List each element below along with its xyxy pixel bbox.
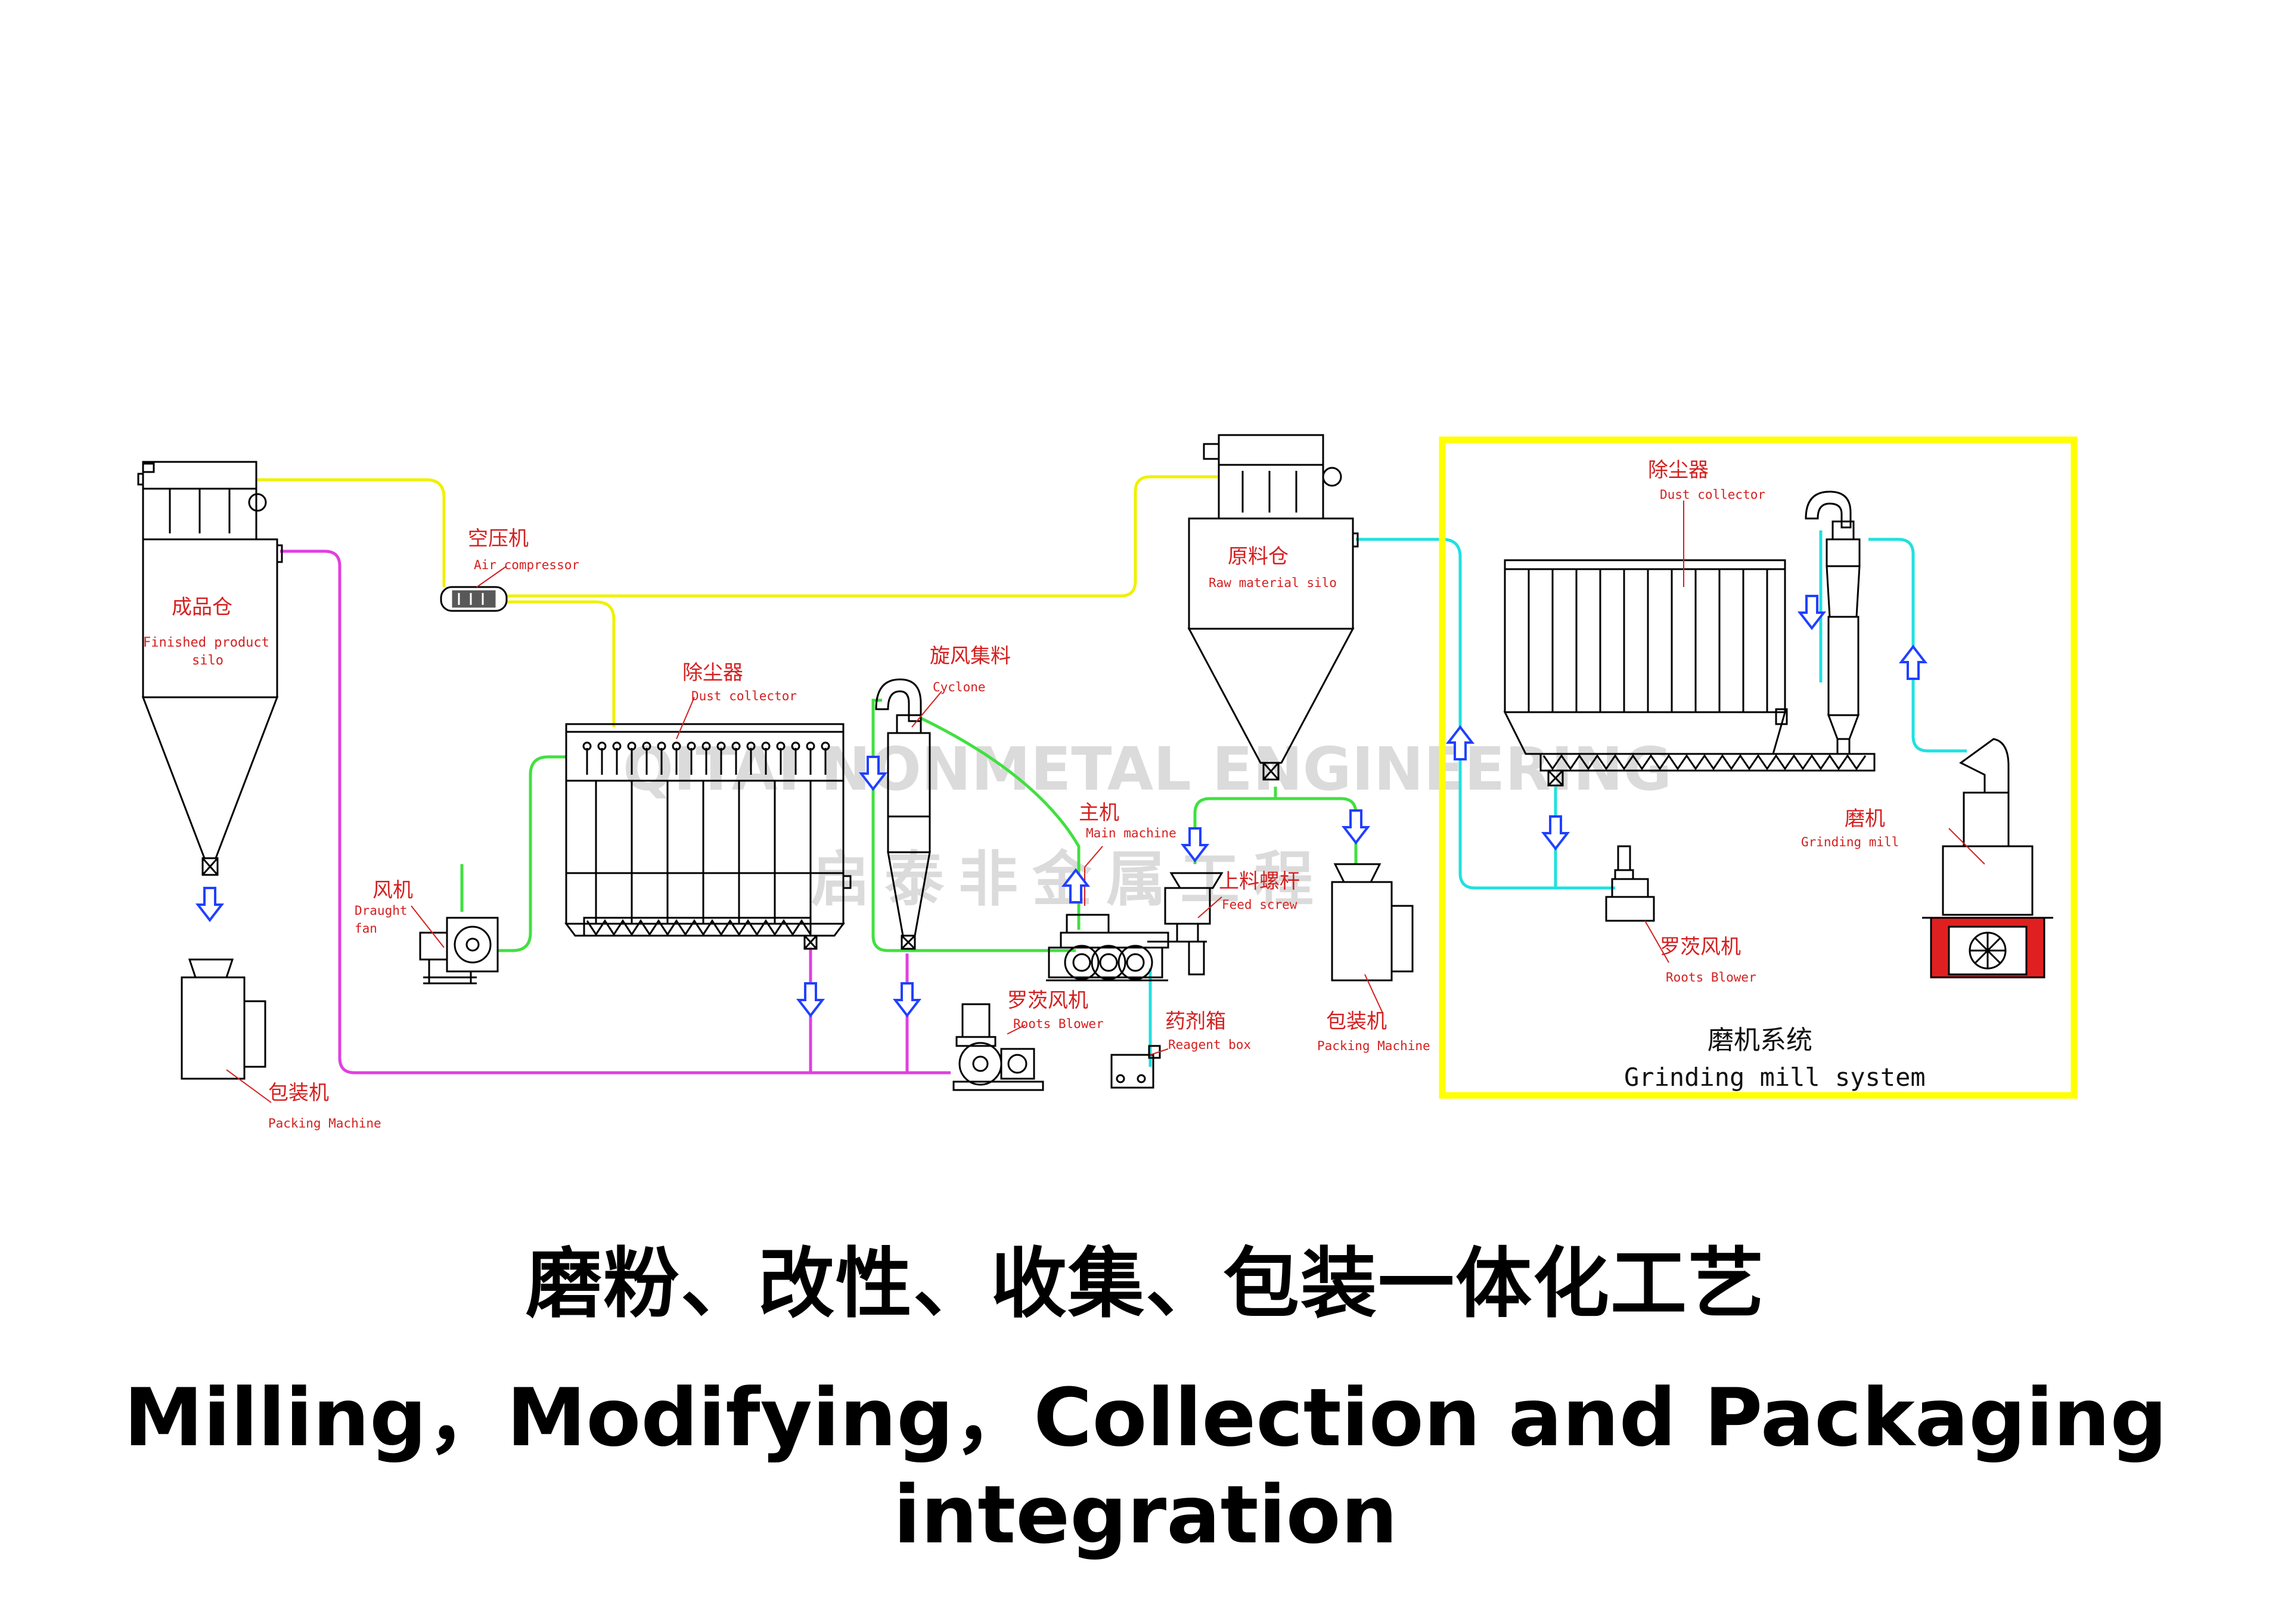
label-cyclone-cn: 旋风集料 <box>930 644 1011 668</box>
watermark-cn: 启泰非金属工程 <box>811 844 1328 914</box>
yellow-pipe-dust1 <box>507 600 616 727</box>
label-draught-fan-en-2: fan <box>355 921 377 936</box>
title-chinese: 磨粉、改性、收集、包装一体化工艺 <box>525 1240 1765 1328</box>
label-main-machine-cn: 主机 <box>1079 801 1119 825</box>
packing-machine-1 <box>181 958 266 1080</box>
watermark: QITAI NONMETAL ENGINEERING 启泰非金属工程 <box>623 734 1672 914</box>
green-pipe-fan-dust <box>498 755 566 952</box>
label-raw-silo-cn: 原料仓 <box>1228 545 1289 569</box>
label-packing1-cn: 包装机 <box>268 1081 329 1105</box>
label-finished-silo-en-2: silo <box>192 653 223 668</box>
cyclone <box>875 678 942 950</box>
label-feed-screw-cn: 上料螺杆 <box>1219 870 1300 893</box>
cyan-pipe-mill <box>1868 538 1967 753</box>
label-cyclone-en: Cyclone <box>933 680 986 694</box>
roots-blower-2 <box>1605 845 1669 963</box>
label-packing2-cn: 包装机 <box>1326 1010 1387 1033</box>
yellow-pipe-finished-silo <box>256 478 446 587</box>
packing-machine-2 <box>1331 863 1414 1014</box>
grinding-mill-system-frame <box>1439 436 2078 1099</box>
label-draught-fan-cn: 风机 <box>372 878 413 902</box>
green-pipe-raw-split <box>1193 787 1277 864</box>
label-system-cn: 磨机系统 <box>1708 1025 1812 1055</box>
feed-screw <box>1147 872 1224 976</box>
green-pipe-cyclone-main <box>920 716 1081 930</box>
watermark-en: QITAI NONMETAL ENGINEERING <box>623 734 1672 804</box>
label-grinding-mill-cn: 磨机 <box>1845 807 1885 831</box>
draught-fan <box>411 905 499 985</box>
magenta-pipe <box>280 549 951 1075</box>
main-machine <box>1046 846 1169 982</box>
dust-collector-1 <box>564 697 852 950</box>
label-dust1-en: Dust collector <box>691 689 797 703</box>
label-roots1-cn: 罗茨风机 <box>1007 989 1088 1013</box>
label-dust2-en: Dust collector <box>1660 487 1765 502</box>
label-roots1-en: Roots Blower <box>1013 1017 1104 1031</box>
dust-collector-2 <box>1503 501 1876 787</box>
label-finished-silo-cn: 成品仓 <box>172 595 232 619</box>
label-feed-screw-en: Feed screw <box>1222 898 1297 912</box>
label-system-en: Grinding mill system <box>1624 1063 1926 1092</box>
label-grinding-mill-en: Grinding mill <box>1801 835 1899 849</box>
cyan-pipe-feed <box>1356 538 1615 890</box>
labels: 成品仓 Finished product silo 包装机 Packing Ma… <box>143 458 1899 1131</box>
finished-product-silo <box>137 461 283 1103</box>
yellow-pipe-main <box>507 475 1219 598</box>
label-reagent-box-cn: 药剂箱 <box>1165 1010 1226 1033</box>
label-finished-silo-en-1: Finished product <box>143 635 269 650</box>
label-roots2-en: Roots Blower <box>1666 970 1756 985</box>
green-pipe-cyclone-in <box>871 698 1076 952</box>
air-compressor <box>440 566 508 612</box>
grinding-mill <box>1922 738 2053 979</box>
pipes <box>256 475 1967 1075</box>
label-air-compressor-cn: 空压机 <box>468 527 529 551</box>
raw-material-silo <box>1187 434 1359 781</box>
label-dust1-cn: 除尘器 <box>682 661 743 685</box>
label-dust2-cn: 除尘器 <box>1648 458 1709 482</box>
label-packing2-en: Packing Machine <box>1317 1039 1430 1053</box>
system-caption: 磨机系统 Grinding mill system <box>1624 1025 1926 1092</box>
label-roots2-cn: 罗茨风机 <box>1660 935 1741 959</box>
label-raw-silo-en: Raw material silo <box>1209 576 1337 590</box>
label-main-machine-en: Main machine <box>1086 826 1176 840</box>
reagent-box <box>1110 1045 1169 1089</box>
label-air-compressor-en: Air compressor <box>474 558 579 572</box>
label-packing1-en: Packing Machine <box>268 1116 381 1131</box>
title-english: Milling，Modifying，Collection and Packagi… <box>123 1371 2168 1561</box>
label-reagent-box-en: Reagent box <box>1168 1038 1251 1052</box>
label-draught-fan-en-1: Draught <box>355 903 408 918</box>
cyclone-2 <box>1805 490 1861 755</box>
roots-blower-1 <box>952 1003 1044 1091</box>
